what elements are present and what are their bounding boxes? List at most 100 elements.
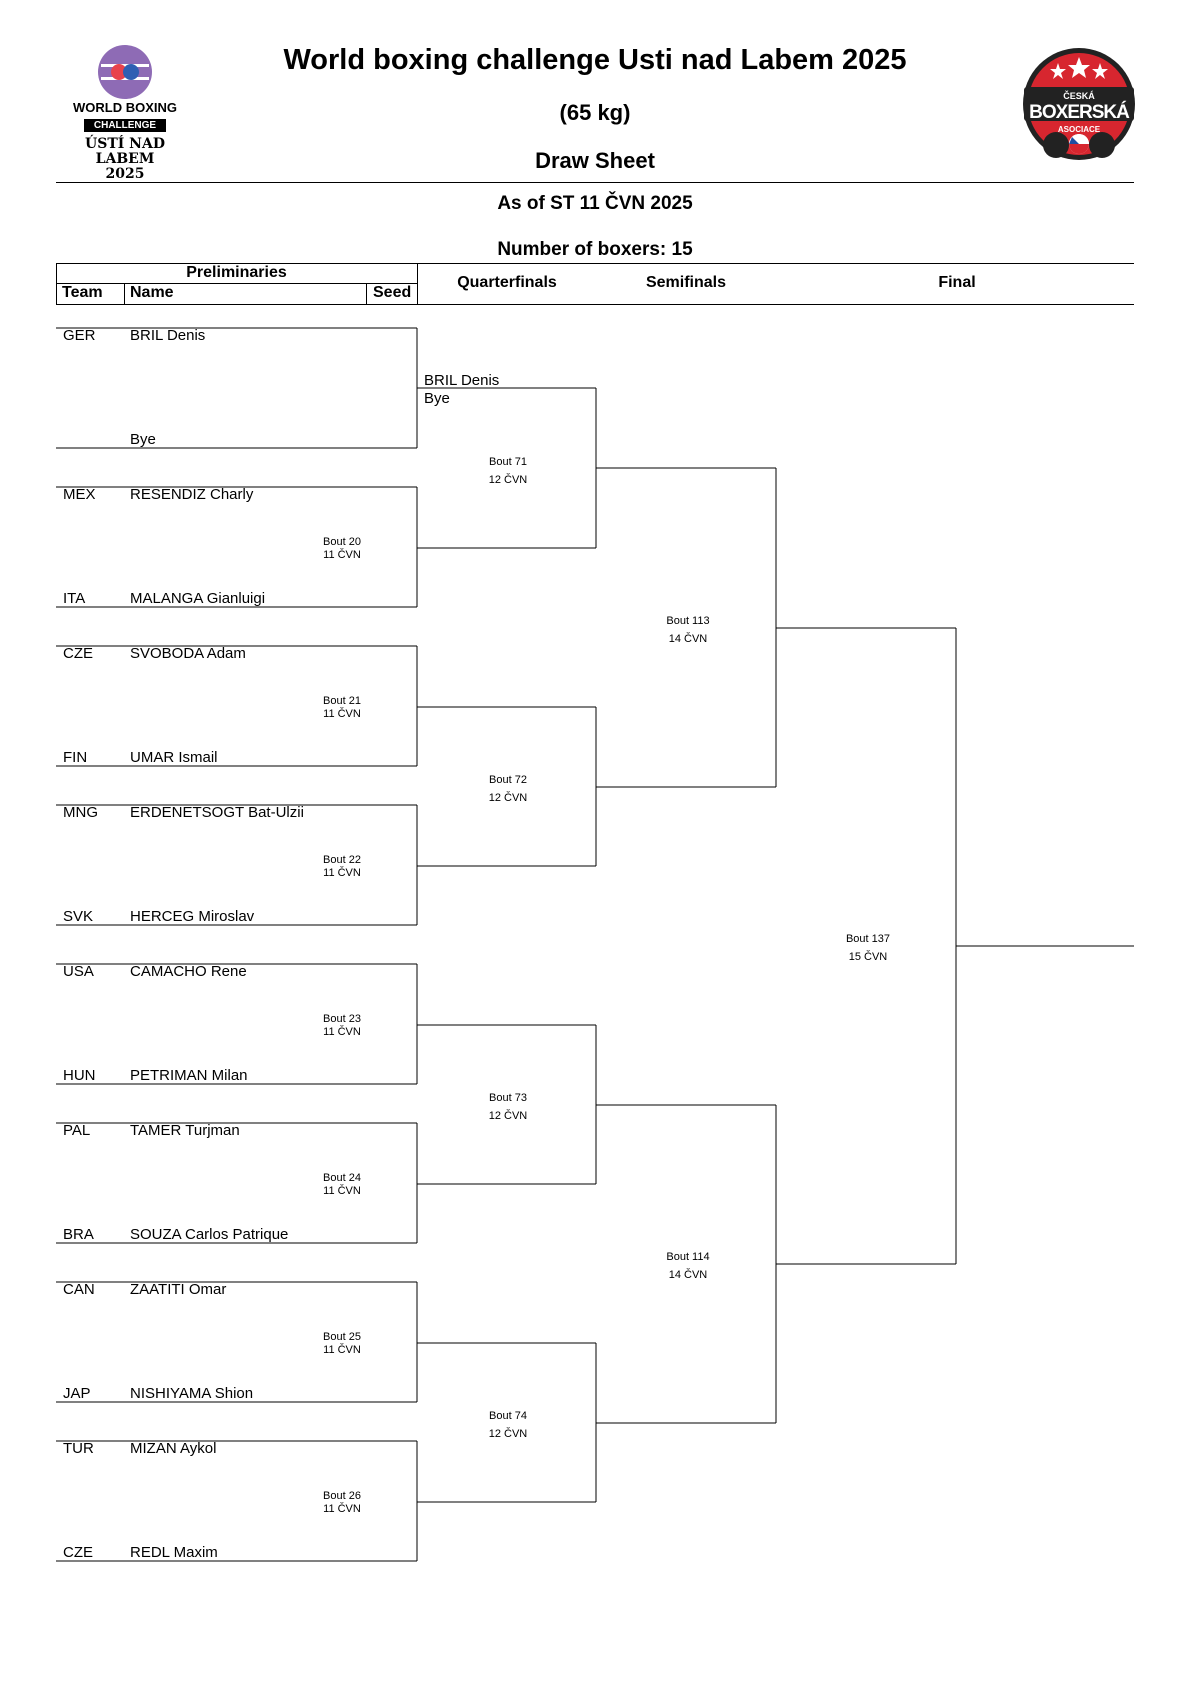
logo-right-line1: ČESKÁ xyxy=(1063,91,1095,101)
entrant-team: CZE xyxy=(63,645,93,662)
entrant-team: MEX xyxy=(63,486,96,503)
entrant-team: SVK xyxy=(63,908,94,925)
bout-number: Bout 74 xyxy=(489,1410,527,1422)
qf-bout-label: Bout 73 12 ČVN xyxy=(478,1089,538,1125)
entrant-name: RESENDIZ Charly xyxy=(130,486,254,503)
entrant-name: PETRIMAN Milan xyxy=(130,1067,248,1084)
qf-bout-label: Bout 74 12 ČVN xyxy=(478,1407,538,1443)
sf-bout-label: Bout 114 14 ČVN xyxy=(656,1248,720,1284)
bout-number: Bout 22 xyxy=(323,854,361,866)
entrant-name: REDL Maxim xyxy=(130,1544,218,1561)
prelim-bout-label: Bout 22 11 ČVN xyxy=(312,854,372,880)
bout-number: Bout 20 xyxy=(323,536,361,548)
bout-date: 11 ČVN xyxy=(323,1026,361,1038)
bout-number: Bout 24 xyxy=(323,1172,361,1184)
bout-date: 12 ČVN xyxy=(488,474,528,486)
bout-date: 12 ČVN xyxy=(488,1110,528,1122)
boxing-association-emblem-icon xyxy=(1023,48,1135,160)
entrant-team: CAN xyxy=(63,1281,95,1298)
entrant-name: UMAR Ismail xyxy=(130,749,218,766)
logo-right-line2: BOXERSKÁ xyxy=(1029,102,1130,123)
entrant-name: MALANGA Gianluigi xyxy=(130,590,266,607)
header-divider xyxy=(56,182,1134,183)
entrant-team: TUR xyxy=(63,1440,94,1457)
entrant-name: SVOBODA Adam xyxy=(130,645,246,662)
qf-advanced-name: BRIL Denis xyxy=(424,372,500,389)
entrant-name: MIZAN Aykol xyxy=(130,1440,217,1457)
prelim-bout-label: Bout 21 11 ČVN xyxy=(312,695,372,721)
entrant-team: HUN xyxy=(63,1067,96,1084)
entrant-team: MNG xyxy=(63,804,98,821)
entrant-name: SOUZA Carlos Patrique xyxy=(130,1226,289,1243)
bout-date: 11 ČVN xyxy=(323,867,361,879)
bout-number: Bout 137 xyxy=(845,933,891,945)
entrant-name: BRIL Denis xyxy=(130,327,206,344)
bout-date: 12 ČVN xyxy=(488,792,528,804)
bout-number: Bout 113 xyxy=(666,615,710,627)
prelim-bout-label: Bout 24 11 ČVN xyxy=(312,1172,372,1198)
bout-number: Bout 71 xyxy=(489,456,527,468)
entrant-name: HERCEG Miroslav xyxy=(130,908,255,925)
table-header-top-line xyxy=(56,263,1134,264)
bout-number: Bout 72 xyxy=(489,774,527,786)
bout-number: Bout 73 xyxy=(489,1092,527,1104)
draw-sheet-title: Draw Sheet xyxy=(535,148,655,173)
entrant-name: ERDENETSOGT Bat-Ulzii xyxy=(130,804,304,821)
bout-date: 15 ČVN xyxy=(848,951,888,963)
entrant-name: NISHIYAMA Shion xyxy=(130,1385,254,1402)
bout-date: 14 ČVN xyxy=(668,1269,708,1281)
prelim-bout-label: Bout 20 11 ČVN xyxy=(312,536,372,562)
bout-number: Bout 114 xyxy=(666,1251,710,1263)
entrant-name: CAMACHO Rene xyxy=(130,963,247,980)
entrant-team: PAL xyxy=(63,1122,91,1139)
semifinals-header: Semifinals xyxy=(645,274,727,291)
entrant-team: ITA xyxy=(63,590,86,607)
entrant-team: CZE xyxy=(63,1544,93,1561)
logo-line1: WORLD BOXING xyxy=(73,100,177,115)
seed-header: Seed xyxy=(373,284,412,301)
entrant-team: JAP xyxy=(63,1385,91,1402)
bout-date: 11 ČVN xyxy=(323,1503,361,1515)
team-header: Team xyxy=(62,284,103,301)
prelim-bout-label: Bout 26 11 ČVN xyxy=(312,1490,372,1516)
entrant-team: FIN xyxy=(63,749,88,766)
page-title: World boxing challenge Usti nad Labem 20… xyxy=(283,44,907,76)
bout-date: 11 ČVN xyxy=(323,708,361,720)
bout-number: Bout 26 xyxy=(323,1490,361,1502)
boxing-gloves-icon xyxy=(98,45,152,99)
quarterfinals-header: Quarterfinals xyxy=(457,274,557,291)
prelim-bout-label: Bout 23 11 ČVN xyxy=(312,1013,372,1039)
entrant-name: TAMER Turjman xyxy=(130,1122,240,1139)
sf-bout-label: Bout 113 14 ČVN xyxy=(656,612,720,648)
entrant-name: ZAATITI Omar xyxy=(130,1281,227,1298)
bout-date: 12 ČVN xyxy=(488,1428,528,1440)
logo-line2: CHALLENGE xyxy=(83,119,167,132)
entrant-team: GER xyxy=(63,327,96,344)
logo-line4: 2025 xyxy=(105,166,145,182)
world-boxing-challenge-logo: WORLD BOXING CHALLENGE ÚSTÍ NAD LABEM 20… xyxy=(56,44,194,182)
bout-date: 11 ČVN xyxy=(323,549,361,561)
bout-number: Bout 23 xyxy=(323,1013,361,1025)
entrant-name: Bye xyxy=(130,431,156,448)
bout-date: 14 ČVN xyxy=(668,633,708,645)
name-header: Name xyxy=(130,284,174,301)
weight-class: (65 kg) xyxy=(559,100,631,125)
bout-date: 11 ČVN xyxy=(323,1344,361,1356)
entrant-team: BRA xyxy=(63,1226,94,1243)
bout-number: Bout 25 xyxy=(323,1331,361,1343)
table-header-bottom-line xyxy=(56,304,1134,305)
final-header: Final xyxy=(938,274,976,291)
entrant-team: USA xyxy=(63,963,94,980)
bout-date: 11 ČVN xyxy=(323,1185,361,1197)
preliminaries-header: Preliminaries xyxy=(186,264,287,281)
qf-bout-label: Bout 71 12 ČVN xyxy=(478,453,538,489)
as-of-date: As of ST 11 ČVN 2025 xyxy=(497,193,693,214)
boxer-count: Number of boxers: 15 xyxy=(497,239,693,260)
qf-advanced-note: Bye xyxy=(424,390,450,407)
bout-number: Bout 21 xyxy=(323,695,361,707)
logo-right-line3: ASOCIACE xyxy=(1057,125,1101,134)
logo-line3: ÚSTÍ NAD LABEM xyxy=(85,136,165,167)
qf-bout-label: Bout 72 12 ČVN xyxy=(478,771,538,807)
final-bout-label: Bout 137 15 ČVN xyxy=(836,930,900,966)
